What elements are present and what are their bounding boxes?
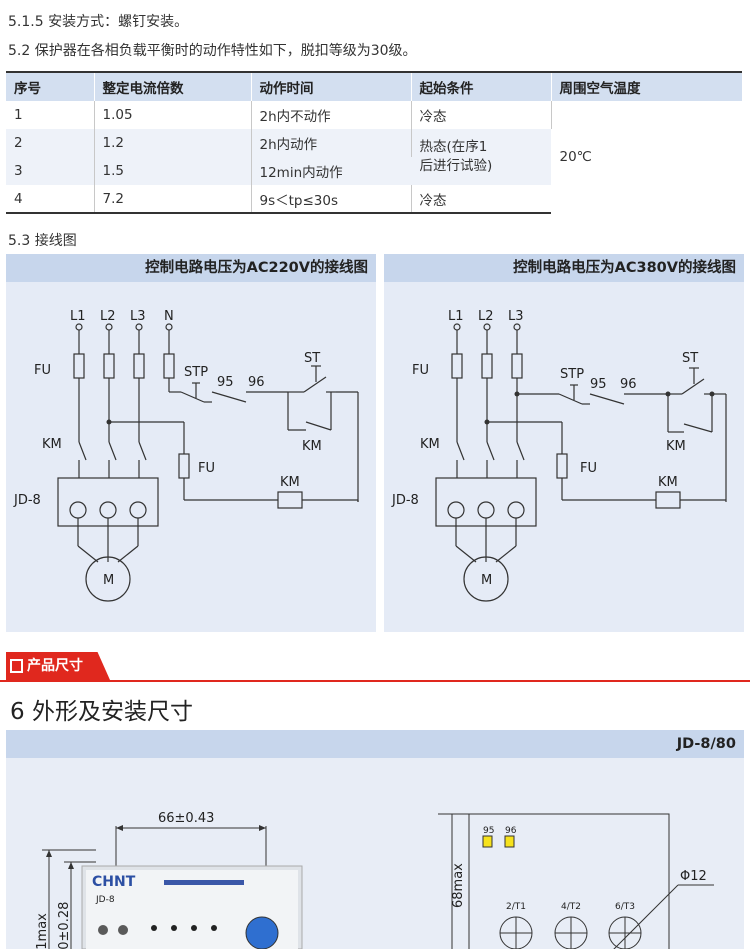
terminal-t3: 6/T3	[615, 902, 635, 912]
section-title: 6 外形及安装尺寸	[10, 699, 193, 725]
table-cell: 12min内动作	[251, 157, 411, 185]
table-row: 3 1.5 12min内动作	[6, 157, 742, 185]
height-51-dimension: 51max	[35, 913, 50, 949]
label-km-main: KM	[420, 437, 440, 452]
device-label: JD-8	[95, 895, 115, 905]
table-header: 整定电流倍数	[94, 71, 252, 101]
label-motor: M	[103, 573, 114, 588]
brand-logo: CHNT	[92, 874, 136, 890]
height-40-dimension: 40±0.28	[57, 902, 72, 949]
label-stp: STP	[184, 365, 208, 380]
install-method-text: 5.1.5 安装方式：螺钉安装。	[8, 14, 189, 30]
dimension-drawing: 66±0.43 51max 40±0.28 68max Φ12 CHNT JD-…	[35, 811, 714, 949]
label-fu-control: FU	[580, 461, 597, 476]
width-dimension: 66±0.43	[158, 811, 214, 826]
label-km-main: KM	[42, 437, 62, 452]
label-km-aux: KM	[302, 439, 322, 454]
terminal-96: 96	[505, 826, 517, 836]
label-fu-control: FU	[198, 461, 215, 476]
wiring-diagram-ac220v: L1 L2 L3 N FU STP 95 96 ST KM KM FU KM J…	[13, 309, 359, 602]
table-row: 1 1.05 2h内不动作 冷态 20℃	[6, 101, 742, 165]
wiring-section-title: 5.3 接线图	[8, 233, 77, 249]
table-cell: 4	[6, 185, 95, 214]
model-label: JD-8/80	[6, 730, 744, 758]
label-n: N	[164, 309, 174, 324]
table-header: 序号	[6, 71, 95, 101]
label-96: 96	[620, 377, 637, 392]
terminal-t1: 2/T1	[506, 902, 526, 912]
wiring-panel-title: 控制电路电压为AC380V的接线图	[384, 254, 744, 282]
label-95: 95	[217, 375, 234, 390]
temperature-cell: 20℃	[551, 101, 742, 213]
label-95: 95	[590, 377, 607, 392]
device-body	[81, 865, 303, 949]
condition-line: 热态(在序1	[419, 139, 488, 155]
table-cell: 3	[6, 157, 95, 185]
label-l3: L3	[508, 309, 524, 324]
terminal-t2: 4/T2	[561, 902, 581, 912]
section-tab-label: 产品尺寸	[27, 658, 83, 674]
characteristic-table: 序号 整定电流倍数 动作时间 起始条件 周围空气温度 1 1.05 2h内不动作…	[6, 71, 742, 214]
table-header: 动作时间	[251, 71, 412, 101]
table-header: 周围空气温度	[551, 71, 742, 101]
wiring-panel-ac380v: 控制电路电压为AC380V的接线图	[384, 254, 744, 632]
label-km-coil: KM	[658, 475, 678, 490]
label-fu: FU	[412, 363, 429, 378]
table-cell: 2h内动作	[251, 129, 412, 157]
table-cell: 9s＜tp≤30s	[251, 185, 412, 214]
label-l1: L1	[70, 309, 86, 324]
label-l3: L3	[130, 309, 146, 324]
table-cell: 1	[6, 101, 95, 129]
dimensions-panel: JD-8/80	[6, 730, 744, 949]
condition-line: 后进行试验)	[419, 158, 493, 174]
label-l1: L1	[448, 309, 464, 324]
label-96: 96	[248, 375, 265, 390]
table-cell: 1.2	[94, 129, 252, 157]
table-cell: 2h内不动作	[251, 101, 412, 129]
table-cell: 1.05	[94, 101, 252, 129]
label-motor: M	[481, 573, 492, 588]
label-km-aux: KM	[666, 439, 686, 454]
terminal-95: 95	[483, 826, 494, 836]
table-header-row: 序号 整定电流倍数 动作时间 起始条件 周围空气温度	[6, 71, 742, 101]
table-cell: 7.2	[94, 185, 252, 214]
wiring-diagram-ac380v: L1 L2 L3 FU STP 95 96 ST KM KM FU KM JD-…	[391, 309, 727, 602]
protection-characteristic-text: 5.2 保护器在各相负载平衡时的动作特性如下，脱扣等级为30级。	[8, 43, 417, 59]
table-cell: 冷态	[411, 185, 551, 214]
label-stp: STP	[560, 367, 584, 382]
label-fu: FU	[34, 363, 51, 378]
temperature-value: 20℃	[559, 149, 592, 165]
height-68-dimension: 68max	[451, 863, 466, 908]
label-st: ST	[682, 351, 698, 366]
section-divider	[0, 680, 750, 682]
wiring-panel-title: 控制电路电压为AC220V的接线图	[6, 254, 376, 282]
label-l2: L2	[100, 309, 116, 324]
table-cell: 2	[6, 129, 95, 157]
table-header: 起始条件	[411, 71, 552, 101]
table-cell: 冷态	[411, 101, 552, 129]
document-icon	[10, 659, 23, 673]
table-row: 2 1.2 2h内动作 热态(在序1 后进行试验)	[6, 129, 742, 185]
label-km-coil: KM	[280, 475, 300, 490]
section-tab-product-size: 产品尺寸	[6, 652, 110, 680]
diameter-dimension: Φ12	[680, 869, 707, 884]
wiring-panel-ac220v: 控制电路电压为AC220V的接线图	[6, 254, 376, 632]
label-jd8: JD-8	[391, 493, 419, 508]
table-row: 4 7.2 9s＜tp≤30s 冷态	[6, 185, 742, 214]
label-l2: L2	[478, 309, 494, 324]
label-st: ST	[304, 351, 320, 366]
label-jd8: JD-8	[13, 493, 41, 508]
merged-condition-cell: 热态(在序1 后进行试验)	[411, 129, 551, 185]
table-cell: 1.5	[94, 157, 252, 185]
